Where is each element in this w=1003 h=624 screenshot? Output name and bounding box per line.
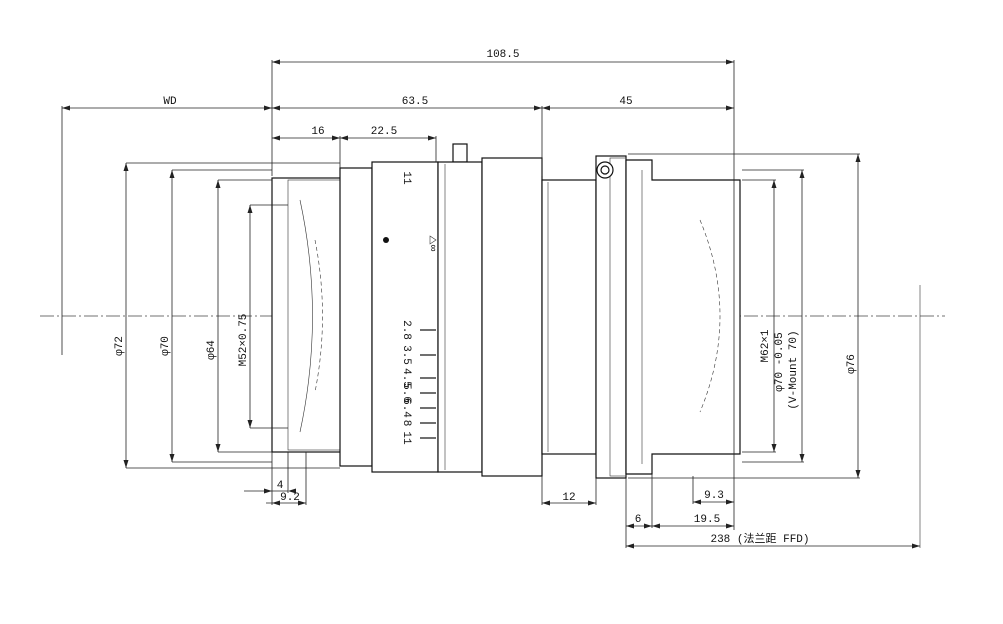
dimension-arrows [62, 59, 920, 549]
label-wd: WD [163, 96, 177, 108]
label-body-length: 63.5 [402, 96, 428, 108]
aperture-value-3-5: 3.5 [400, 345, 412, 365]
label-16: 16 [311, 126, 324, 138]
lens-body [271, 143, 741, 479]
label-rear-length: 45 [619, 96, 632, 108]
focus-knurl-ring [339, 167, 373, 467]
rear-tube [625, 159, 741, 475]
aperture-barrel [371, 161, 439, 473]
label-rear-thread: M62×1 [760, 329, 772, 362]
focus-knurl-pattern [342, 175, 370, 457]
aperture-value-2-8: 2.8 [400, 320, 412, 340]
aperture-value-11: 11 [400, 431, 412, 445]
aperture-knurl-pattern [484, 167, 540, 469]
index-triangle [429, 235, 437, 245]
label-dia-70: φ70 [160, 336, 172, 356]
lock-screw [452, 143, 468, 163]
ring-mark-infinity: ∞ [426, 245, 438, 252]
dimension-lines [61, 60, 920, 548]
aperture-value-5-6: 5.6 [400, 383, 412, 403]
label-rear-dia-70: φ70 -0.05 [774, 332, 786, 391]
mount-screw-inner [600, 165, 610, 175]
aperture-value-6-4: 6.4 [400, 398, 412, 418]
label-9-3: 9.3 [704, 490, 724, 502]
front-hood [271, 177, 343, 453]
aperture-value-4-5: 4.5 [400, 368, 412, 388]
label-overall-length: 108.5 [486, 49, 519, 61]
label-v-mount: (V-Mount 70) [788, 330, 800, 409]
aperture-knurl-ring [481, 157, 543, 477]
ring-mark-11: 11 [400, 171, 412, 185]
label-ffd: 238 (法兰距 FFD) [710, 531, 809, 546]
aperture-value-8: 8 [400, 420, 412, 427]
label-front-thread: M52×0.75 [238, 314, 250, 367]
mount-flange [595, 155, 627, 479]
label-22-5: 22.5 [371, 126, 397, 138]
front-glass-curve [299, 199, 313, 433]
middle-barrel [437, 161, 483, 473]
label-6: 6 [635, 514, 642, 526]
rear-glass-curve [699, 219, 721, 413]
rear-neck [541, 179, 597, 455]
aperture-tick-marks [420, 329, 436, 439]
label-19-5: 19.5 [694, 514, 720, 526]
label-4: 4 [277, 480, 284, 492]
front-glass-curve-dashed [314, 239, 323, 393]
focus-index-dot [383, 237, 389, 243]
label-dia-72: φ72 [114, 336, 126, 356]
label-12: 12 [562, 492, 575, 504]
label-9-2: 9.2 [280, 492, 300, 504]
label-dia-76: φ76 [846, 354, 858, 374]
label-dia-64: φ64 [206, 340, 218, 360]
